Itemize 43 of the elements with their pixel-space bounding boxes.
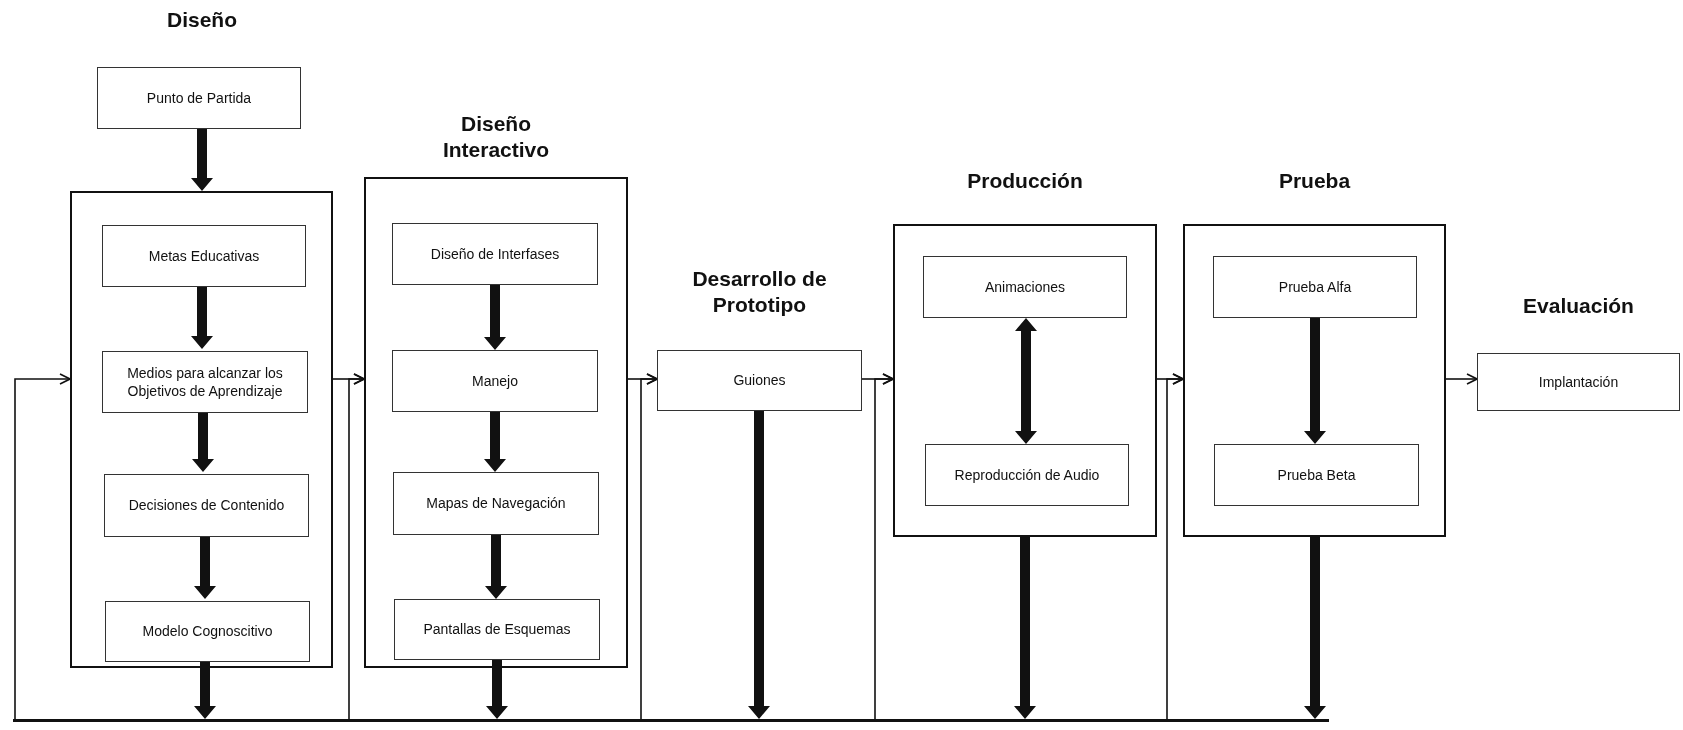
arrow [1166, 373, 1184, 720]
block-arrow [748, 411, 770, 719]
step-box: Reproducción de Audio [925, 444, 1129, 506]
block-arrow [194, 535, 216, 599]
arrow [874, 373, 894, 720]
stage-heading: Diseño Interactivo [441, 111, 551, 164]
step-box: Modelo Cognoscitivo [105, 601, 310, 662]
step-box: Pantallas de Esquemas [394, 599, 600, 660]
stage-heading: Prueba [1277, 168, 1352, 194]
stage-heading: Producción [966, 168, 1084, 194]
step-box: Manejo [392, 350, 598, 412]
step-box: Prueba Alfa [1213, 256, 1417, 318]
block-arrow [1014, 537, 1036, 719]
arrow [1445, 373, 1478, 385]
step-box: Mapas de Navegación [393, 472, 599, 535]
feedback-line [13, 719, 1329, 722]
step-box: Medios para alcanzar los Objetivos de Aprendizaje [102, 351, 308, 413]
step-box: Implantación [1477, 353, 1680, 411]
arrow [348, 373, 365, 720]
block-arrow [484, 285, 506, 350]
block-arrow [194, 660, 216, 719]
step-box: Metas Educativas [102, 225, 306, 287]
block-arrow [191, 129, 213, 191]
block-arrow [486, 660, 508, 719]
step-box: Diseño de Interfases [392, 223, 598, 285]
arrow [640, 373, 658, 720]
block-arrow [191, 285, 213, 349]
step-box: Prueba Beta [1214, 444, 1419, 506]
stage-heading: Diseño [167, 8, 237, 32]
block-arrow [1304, 318, 1326, 444]
stage-heading: Evaluación [1522, 293, 1635, 319]
block-arrow [484, 412, 506, 472]
block-arrow [1015, 318, 1037, 444]
block-arrow [1304, 537, 1326, 719]
block-arrow [192, 411, 214, 472]
step-box: Punto de Partida [97, 67, 301, 129]
step-box: Animaciones [923, 256, 1127, 318]
block-arrow [485, 535, 507, 599]
stage-frame [70, 191, 333, 668]
stage-heading: Desarrollo de Prototipo [691, 266, 828, 319]
arrow [14, 373, 71, 720]
step-box: Guiones [657, 350, 862, 411]
step-box: Decisiones de Contenido [104, 474, 309, 537]
